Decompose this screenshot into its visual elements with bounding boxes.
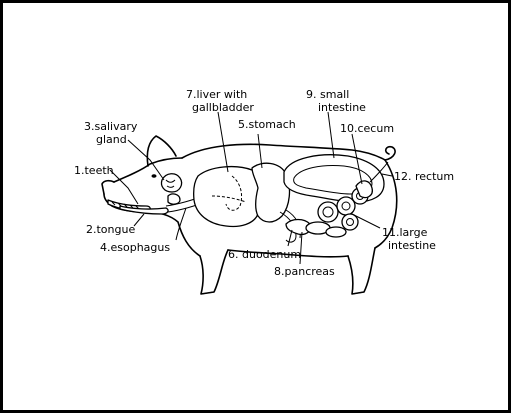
label-salivary-line2: gland [96, 133, 127, 146]
label-teeth: 1.teeth [74, 164, 114, 177]
tongue-shape [119, 205, 169, 215]
label-cecum: 10.cecum [340, 122, 394, 135]
leader-lines [109, 111, 393, 265]
salivary-gland-shape [160, 173, 183, 193]
organs [107, 154, 389, 243]
label-esophagus: 4.esophagus [100, 241, 170, 254]
label-tongue: 2.tongue [86, 223, 135, 236]
labels: 1.teeth 2.tongue 3.salivary gland 4.esop… [74, 88, 454, 278]
salivary-gland-lower [167, 193, 181, 205]
liver-shape [192, 165, 262, 228]
label-rectum: 12. rectum [394, 170, 454, 183]
label-salivary-line1: 3.salivary [84, 120, 138, 133]
label-small-intestine-line2: intestine [318, 101, 366, 114]
label-large-intestine-line2: intestine [388, 239, 436, 252]
label-pancreas: 8.pancreas [274, 265, 335, 278]
label-duodenum: 6. duodenum [228, 248, 301, 261]
label-large-intestine-line1: 11.large [382, 226, 428, 239]
label-stomach: 5.stomach [238, 118, 296, 131]
label-liver-line1: 7.liver with [186, 88, 247, 101]
label-small-intestine-line1: 9. small [306, 88, 349, 101]
label-liver-line2: gallbladder [192, 101, 254, 114]
